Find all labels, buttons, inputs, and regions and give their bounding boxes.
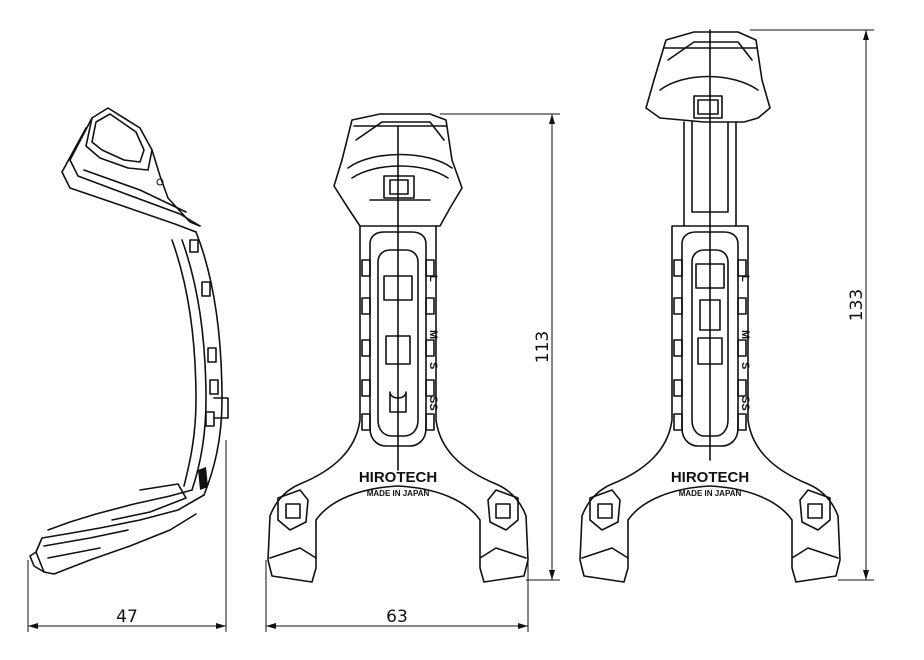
size-mark-l: L bbox=[427, 275, 439, 282]
dimension-side-width: 47 bbox=[27, 440, 227, 632]
dimension-label-47: 47 bbox=[116, 607, 138, 627]
origin-text: MADE IN JAPAN bbox=[367, 489, 430, 498]
front-view-extended: L M S SS HIROTECH MADE IN JAPAN bbox=[579, 29, 841, 583]
ext-size-mark-s: S bbox=[739, 362, 751, 369]
brand-text: HIROTECH bbox=[359, 469, 437, 486]
size-mark-s: S bbox=[427, 362, 439, 369]
dimension-label-113: 113 bbox=[533, 331, 553, 363]
ext-size-mark-l: L bbox=[739, 275, 751, 282]
ext-origin-text: MADE IN JAPAN bbox=[679, 489, 742, 498]
dimension-label-133: 133 bbox=[847, 289, 867, 321]
size-mark-ss: SS bbox=[427, 396, 439, 411]
front-view: L M S SS HIROTECH MADE IN JAPAN bbox=[267, 113, 529, 583]
ext-size-mark-m: M bbox=[739, 330, 751, 339]
side-view bbox=[29, 107, 229, 575]
dimension-label-63: 63 bbox=[386, 607, 408, 627]
size-mark-m: M bbox=[427, 330, 439, 339]
dimension-front-height: 113 bbox=[440, 113, 560, 581]
ext-size-mark-ss: SS bbox=[739, 396, 751, 411]
dimension-front-width: 63 bbox=[265, 560, 529, 632]
ext-brand-text: HIROTECH bbox=[671, 469, 749, 486]
dimension-extended-height: 133 bbox=[750, 29, 874, 581]
